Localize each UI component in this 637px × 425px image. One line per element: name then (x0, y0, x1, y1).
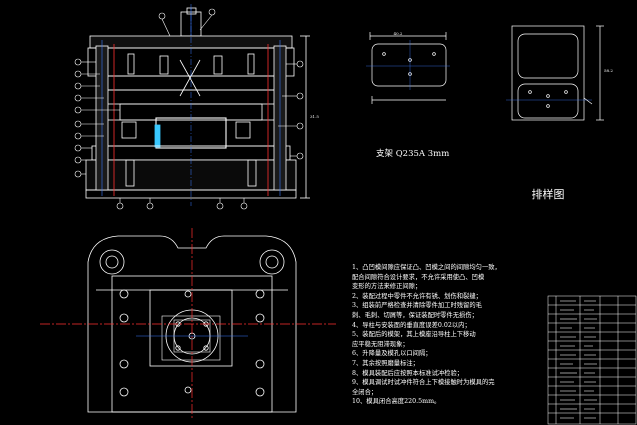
die-section-view (74, 4, 310, 210)
tech-requirement-line: 9、模具调试时试冲件符合上下模接触时为模具的完 (352, 379, 495, 387)
tech-requirement-line: 3、组装前严格检查并清除零件加工时残留的毛 (352, 302, 482, 310)
tech-requirement-line: 变形的方法来修正间隙； (352, 283, 422, 291)
tech-requirement-line: 6、升降量及模孔以口间隔； (352, 350, 432, 358)
die-plan-view (40, 228, 336, 420)
part-material-label: 支架 Q235A 3mm (376, 148, 449, 159)
tech-requirement-line: 1、凸凹模间隙应保证凸、凹模之间的间隙均匀一致， (352, 264, 501, 271)
tech-requirement-line: 5、装配后的模架，其上模座沿导柱上下移动 (352, 331, 476, 339)
closed-height-dimension: 31.5 (310, 114, 319, 119)
tech-requirement-line: 10、模具闭合高度220.5mm。 (352, 398, 441, 406)
technical-requirements: 1、凸凹模间隙应保证凸、凹模之间的间隙均匀一致， 配合间隙符合设计要求，不允许采… (352, 263, 542, 407)
tech-requirement-line: 应平稳无阻滞现象； (352, 340, 409, 348)
part-width-dimension: 40.2 (394, 31, 403, 36)
tech-requirement-line: 7、其余按照磨量标注； (352, 359, 419, 367)
part-drawing (366, 32, 450, 104)
title-block (547, 295, 637, 425)
tech-requirement-line: 4、导柱与安装面的垂直度误差0.02以内； (352, 321, 471, 329)
tech-requirement-line: 2、装配过程中零件不允许有锈、划伤和裂缝； (352, 292, 482, 300)
tech-requirement-line: 刺、毛刺、切屑等，保证装配时零件无损伤； (352, 311, 478, 319)
strip-pitch-dimension: 58.2 (604, 68, 613, 73)
layout-title: 排样图 (532, 187, 565, 201)
tech-requirement-line: 配合间隙符合设计要求，不允许采用使凸、凹模 (352, 273, 485, 281)
tech-requirement-line: 8、模具装配后应按照本标准试冲检验； (352, 369, 464, 377)
tech-requirement-line: 全闭合； (352, 388, 378, 396)
strip-layout-drawing (506, 25, 604, 121)
